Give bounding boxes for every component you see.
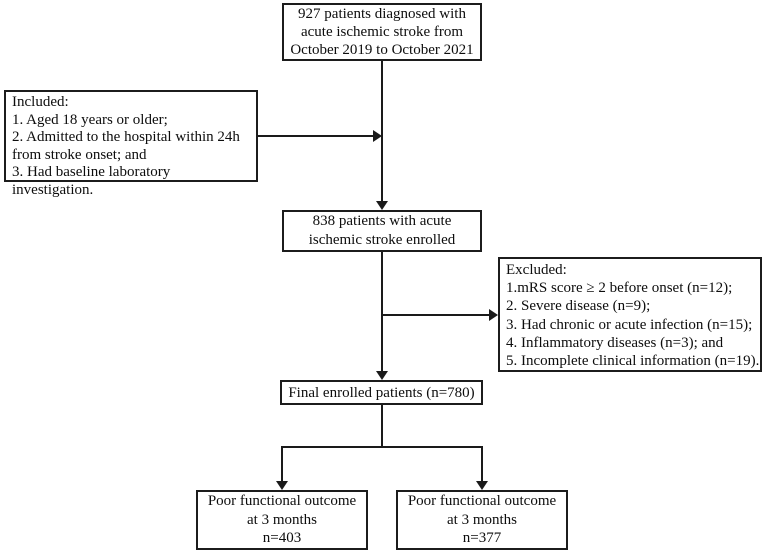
node-outcome-left-line: Poor functional outcome xyxy=(207,493,357,510)
arrowhead-right-included-icon xyxy=(373,130,382,142)
connector-final-to-split xyxy=(381,405,383,448)
node-final-enrolled: Final enrolled patients (n=780) xyxy=(280,380,483,405)
node-diagnosed-line: October 2019 to October 2021 xyxy=(290,42,474,58)
node-outcome-right-line: Poor functional outcome xyxy=(407,493,557,510)
excluded-item: 2. Severe disease (n=9); xyxy=(506,298,651,315)
node-outcome-right-line: at 3 months xyxy=(447,511,517,528)
node-outcome-right: Poor functional outcome at 3 months n=37… xyxy=(396,490,568,550)
arrowhead-right-excluded-icon xyxy=(489,309,498,321)
excluded-title: Excluded: xyxy=(506,262,567,278)
node-outcome-right-line: n=377 xyxy=(462,530,502,547)
node-diagnosed-line: acute ischemic stroke from xyxy=(300,24,464,40)
node-outcome-left-line: n=403 xyxy=(262,530,302,547)
included-title: Included: xyxy=(12,94,69,110)
node-enrolled-line: ischemic stroke enrolled xyxy=(308,232,456,248)
connector-split-to-outcome-left xyxy=(281,446,283,482)
node-enrolled-patients: 838 patients with acute ischemic stroke … xyxy=(282,210,482,252)
excluded-item: 1.mRS score ≥ 2 before onset (n=12); xyxy=(506,280,733,297)
arrowhead-down-enrolled-icon xyxy=(376,201,388,210)
arrowhead-down-outcome-right-icon xyxy=(476,481,488,490)
included-item: 2. Admitted to the hospital within 24h f… xyxy=(12,129,240,163)
excluded-item: 3. Had chronic or acute infection (n=15)… xyxy=(506,316,753,333)
included-item: 1. Aged 18 years or older; xyxy=(12,111,168,128)
connector-included-to-main xyxy=(258,135,374,137)
node-final-line: Final enrolled patients (n=780) xyxy=(288,384,475,401)
connector-main-to-excluded xyxy=(382,314,490,316)
connector-enrolled-to-final xyxy=(381,252,383,372)
connector-split-to-outcome-right xyxy=(481,446,483,482)
node-included-criteria: Included: 1. Aged 18 years or older; 2. … xyxy=(4,90,258,198)
excluded-item: 5. Incomplete clinical information (n=19… xyxy=(506,353,760,370)
node-excluded-criteria: Excluded: 1.mRS score ≥ 2 before onset (… xyxy=(498,257,762,372)
node-diagnosed-line: 927 patients diagnosed with xyxy=(298,6,466,22)
node-enrolled-line: 838 patients with acute xyxy=(312,213,452,229)
arrowhead-down-outcome-left-icon xyxy=(276,481,288,490)
excluded-item: 4. Inflammatory diseases (n=3); and xyxy=(506,334,724,351)
node-outcome-left: Poor functional outcome at 3 months n=40… xyxy=(196,490,368,550)
node-outcome-left-line: at 3 months xyxy=(247,511,317,528)
arrowhead-down-final-icon xyxy=(376,371,388,380)
connector-split-bar xyxy=(281,446,483,448)
included-item: 3. Had baseline laboratory investigation… xyxy=(12,164,171,198)
node-diagnosed-patients: 927 patients diagnosed with acute ischem… xyxy=(282,3,482,61)
connector-diagnosed-to-enrolled xyxy=(381,61,383,203)
